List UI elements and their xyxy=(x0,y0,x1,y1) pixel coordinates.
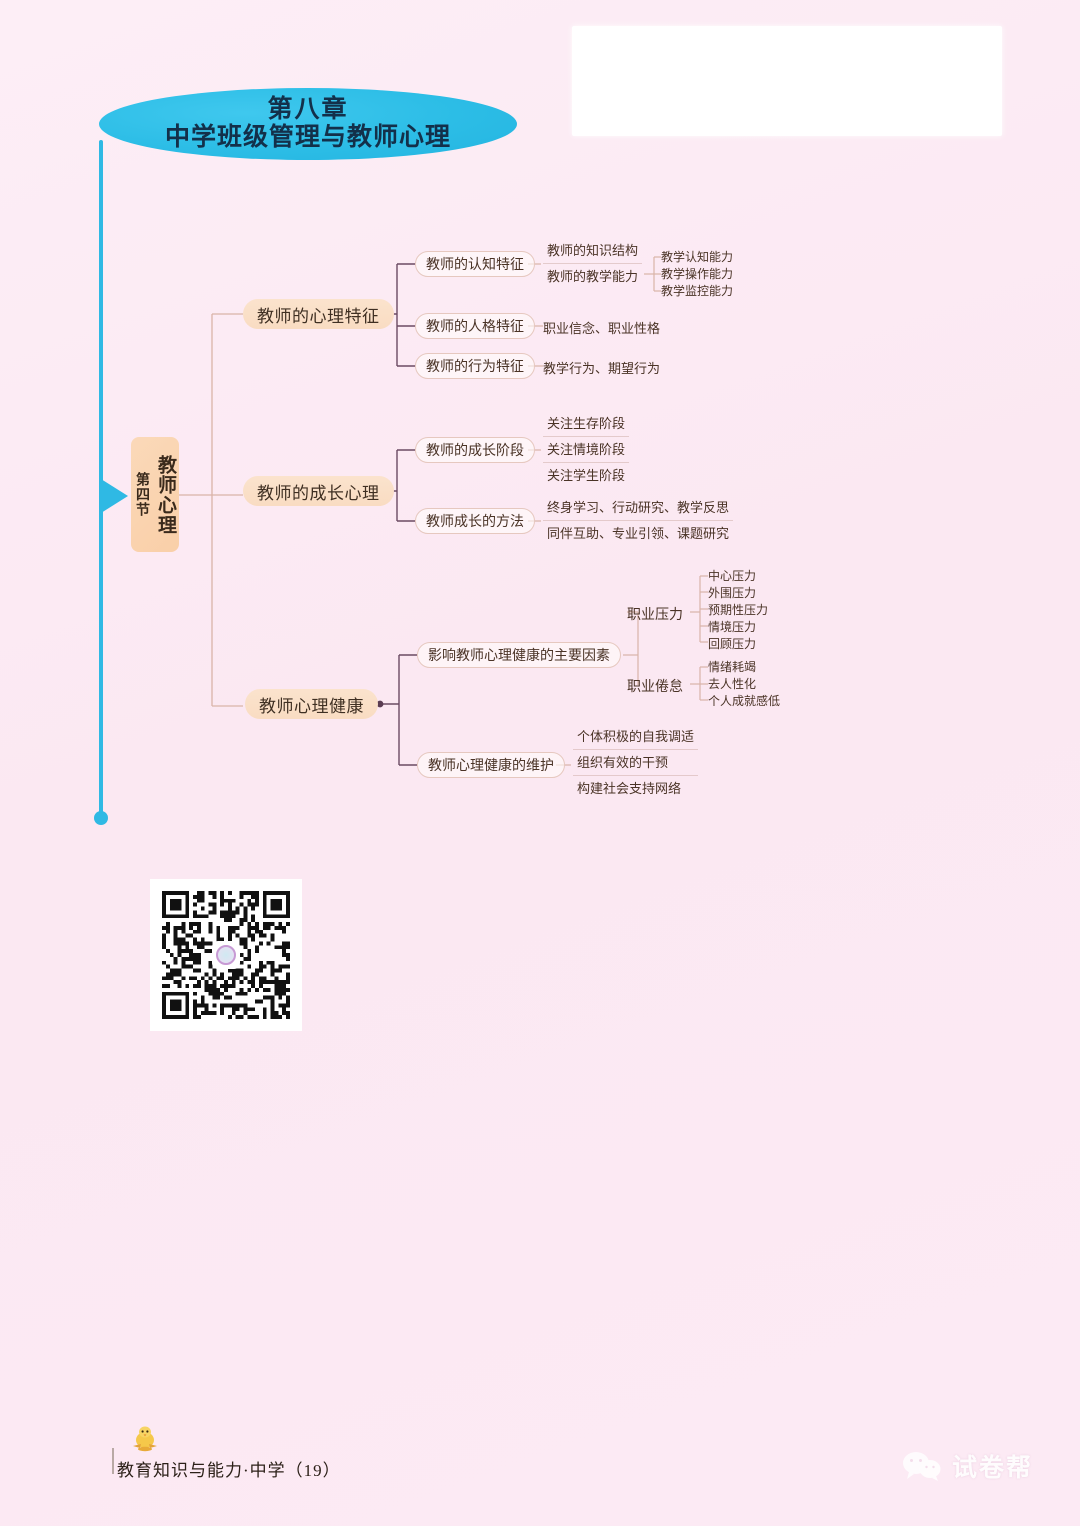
leaf-item: 教学认知能力 xyxy=(661,250,734,264)
branch-node-teacher-growth[interactable]: 教师的成长心理 xyxy=(243,476,394,506)
node-label: 教师的行为特征 xyxy=(426,360,524,375)
leaf-item: 回顾压力 xyxy=(708,637,757,651)
qr-code[interactable] xyxy=(150,879,302,1031)
footer-text: 教育知识与能力·中学（19） xyxy=(117,1461,341,1480)
node-label: 教师的人格特征 xyxy=(426,320,524,335)
node-growth-methods[interactable]: 教师成长的方法 xyxy=(415,508,535,534)
leaf-item: 组织有效的干预 xyxy=(573,750,699,776)
branch-node-teacher-psych-traits[interactable]: 教师的心理特征 xyxy=(243,299,394,329)
node-label: 教师成长的方法 xyxy=(426,515,524,530)
leaf-item: 预期性压力 xyxy=(708,603,769,617)
branch-label: 教师的心理特征 xyxy=(257,306,380,326)
leaf-item: 情境压力 xyxy=(708,620,757,634)
leaf-stack-occupational-stress: 中心压力 外围压力 预期性压力 情境压力 回顾压力 xyxy=(708,568,768,653)
leaf-item: 教学监控能力 xyxy=(661,284,734,298)
node-label: 教师的成长阶段 xyxy=(426,444,524,459)
leaf-item: 个体积极的自我调适 xyxy=(573,724,699,750)
leaf-item: 关注情境阶段 xyxy=(543,437,630,463)
leaf-item: 构建社会支持网络 xyxy=(577,781,682,796)
root-node-section: 第四节 xyxy=(134,472,149,517)
node-label: 教师的认知特征 xyxy=(426,258,524,273)
top-right-blank-card xyxy=(572,26,1002,136)
leaf-item: 教师的教学能力 xyxy=(547,269,639,284)
leaf-stack-cognitive: 教师的知识结构 教师的教学能力 xyxy=(543,238,643,290)
chapter-title-ellipse: 第八章 中学班级管理与教师心理 xyxy=(99,88,517,160)
leaf-item: 外围压力 xyxy=(708,586,757,600)
qr-center-logo-icon xyxy=(212,941,240,969)
leaf-stack-growth-stages: 关注生存阶段 关注情境阶段 关注学生阶段 xyxy=(543,411,630,489)
node-growth-stages[interactable]: 教师的成长阶段 xyxy=(415,437,535,463)
wechat-icon xyxy=(903,1452,941,1481)
branch-label: 教师心理健康 xyxy=(259,696,364,716)
group-label-burnout: 职业倦怠 xyxy=(627,680,683,695)
leaf-item: 中心压力 xyxy=(708,569,757,583)
node-mental-health-factors[interactable]: 影响教师心理健康的主要因素 xyxy=(417,642,621,668)
node-behavior-traits[interactable]: 教师的行为特征 xyxy=(415,353,535,379)
leaf-item: 终身学习、行动研究、教学反思 xyxy=(543,495,734,521)
leaf-item: 去人性化 xyxy=(708,677,757,691)
leaf-stack-teaching-ability: 教学认知能力 教学操作能力 教学监控能力 xyxy=(661,249,733,300)
chapter-title-line1: 第八章 xyxy=(267,96,349,123)
root-node-title: 教师心理 xyxy=(155,454,176,535)
footer-rule xyxy=(112,1448,114,1474)
leaf-item: 关注生存阶段 xyxy=(543,411,630,437)
leaf-item: 个人成就感低 xyxy=(708,694,781,708)
leaf-item: 关注学生阶段 xyxy=(547,468,626,483)
group-label-occupational-stress: 职业压力 xyxy=(627,608,683,623)
leaf-stack-maintenance: 个体积极的自我调适 组织有效的干预 构建社会支持网络 xyxy=(573,724,699,802)
leaf-item: 教学操作能力 xyxy=(661,267,734,281)
watermark-text: 试卷帮 xyxy=(952,1454,1034,1482)
leaf-item: 同伴互助、专业引领、课题研究 xyxy=(547,526,730,541)
node-cognitive-traits[interactable]: 教师的认知特征 xyxy=(415,251,535,277)
leaf-stack-growth-methods: 终身学习、行动研究、教学反思 同伴互助、专业引领、课题研究 xyxy=(543,495,734,547)
spine-end-dot-icon xyxy=(94,811,108,825)
leaf-item: 教师的知识结构 xyxy=(543,238,643,264)
branch-node-teacher-mental-health[interactable]: 教师心理健康 xyxy=(245,689,378,719)
chapter-title-line2: 中学班级管理与教师心理 xyxy=(164,124,451,151)
watermark: 试卷帮 xyxy=(900,1448,1033,1484)
branch-label: 教师的成长心理 xyxy=(257,483,380,503)
leaf-item: 情绪耗竭 xyxy=(708,660,757,674)
leaf-stack-burnout: 情绪耗竭 去人性化 个人成就感低 xyxy=(708,659,780,710)
chick-icon xyxy=(133,1426,157,1452)
leaf-item-personality: 职业信念、职业性格 xyxy=(543,321,661,336)
spine-arrow-icon xyxy=(101,479,128,513)
node-mental-health-maintenance[interactable]: 教师心理健康的维护 xyxy=(417,752,565,778)
node-label: 影响教师心理健康的主要因素 xyxy=(428,649,610,664)
node-personality-traits[interactable]: 教师的人格特征 xyxy=(415,313,535,339)
node-label: 教师心理健康的维护 xyxy=(428,759,554,774)
root-node[interactable]: 教师心理 第四节 xyxy=(131,437,179,552)
leaf-item-behavior: 教学行为、期望行为 xyxy=(543,361,661,376)
